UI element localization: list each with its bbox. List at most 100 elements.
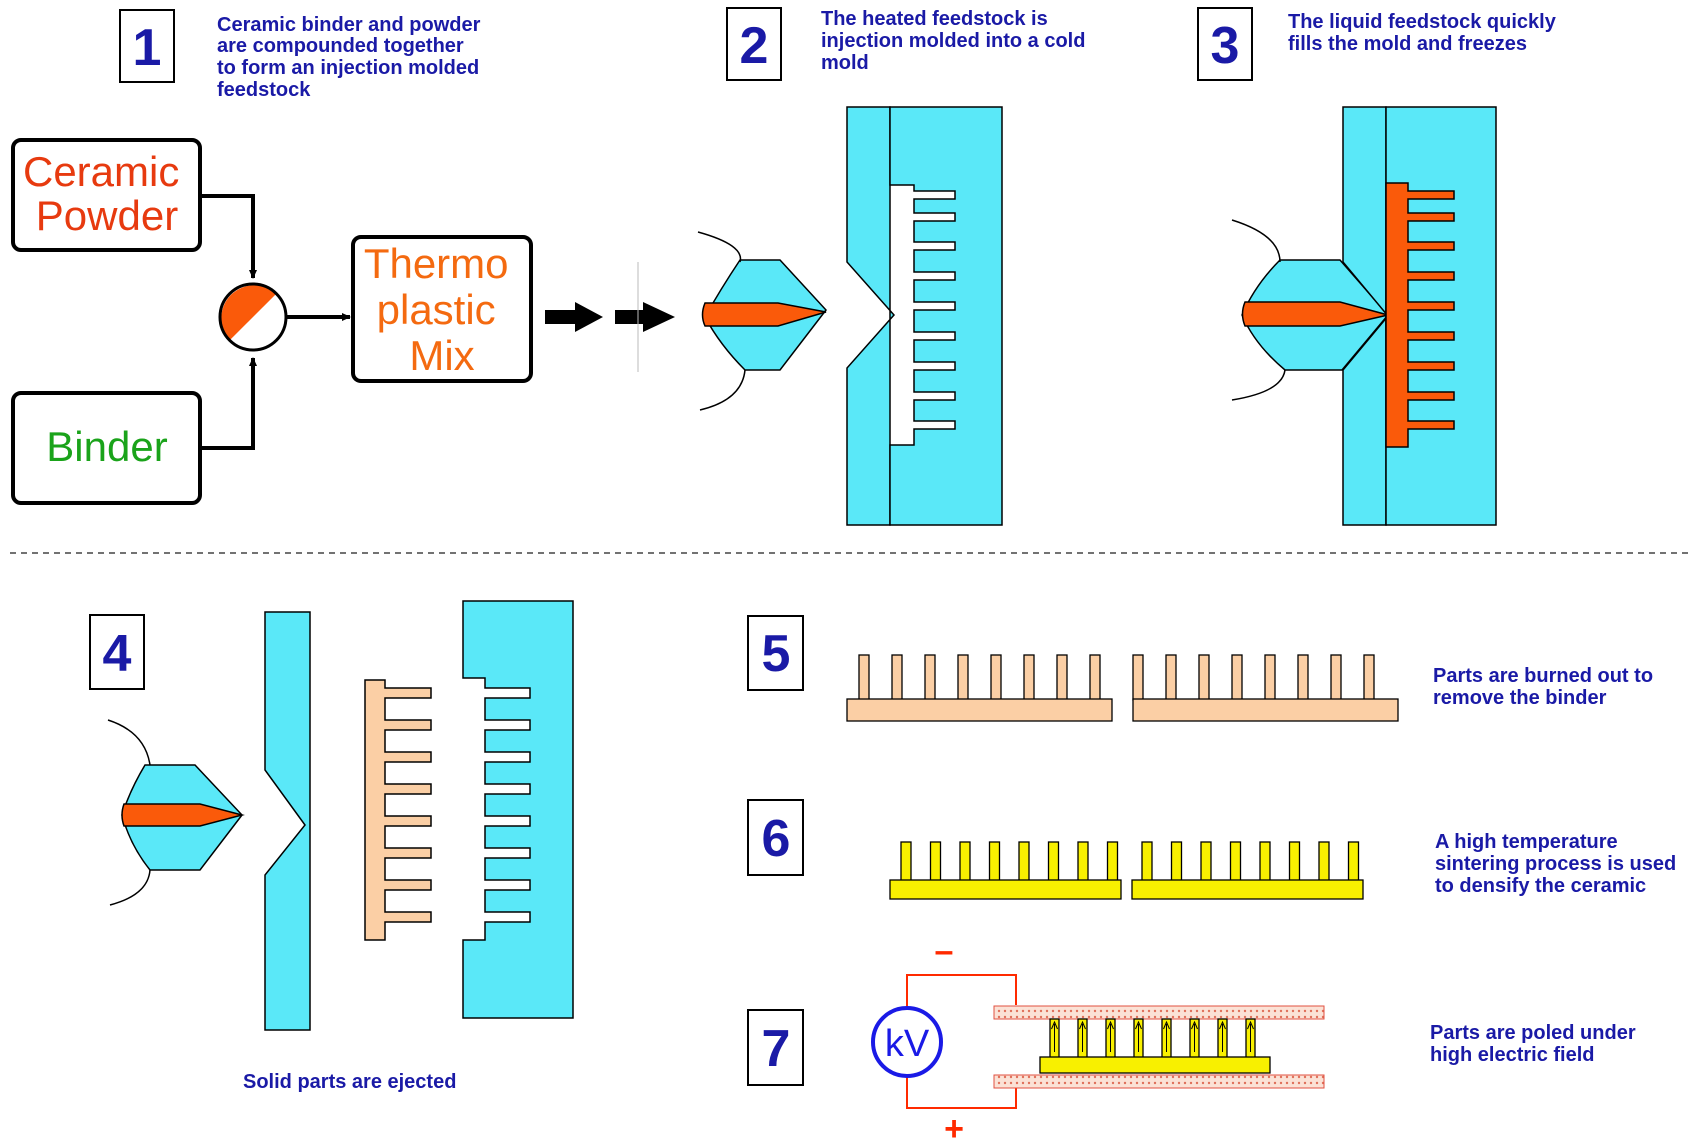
step-6-number-box [747, 799, 804, 876]
step-1-caption: Ceramic binder and powder are compounded… [217, 14, 486, 101]
injection-nozzle [1231, 219, 1389, 401]
step-7-number-box [747, 1009, 804, 1086]
step-6: 6 A high temperature sintering process i… [747, 799, 1682, 900]
step-1-number-box [119, 9, 175, 83]
injection-nozzle [697, 231, 827, 411]
step-5-number: 5 [762, 625, 791, 683]
thermoplastic-mix-box [351, 235, 533, 383]
flow-arrow-icon [615, 302, 675, 332]
field-arrow-icon [1191, 1020, 1198, 1052]
negative-terminal-sign: – [935, 932, 954, 970]
step-5-number-box [747, 615, 804, 691]
part-tooth [1264, 654, 1276, 701]
part-tooth [1318, 841, 1330, 882]
part-tooth [990, 654, 1002, 701]
part-tooth [1056, 654, 1068, 701]
ceramic-powder-label: Ceramic Powder [23, 148, 191, 239]
sintered-part [889, 841, 1122, 900]
step-7-number: 7 [762, 1020, 791, 1078]
part-tooth [1330, 654, 1342, 701]
step-3-number-box [1197, 7, 1253, 81]
part-tooth [1200, 841, 1212, 882]
field-arrow-icon [1163, 1020, 1170, 1052]
part-tooth [1229, 841, 1242, 882]
part-tooth [1018, 841, 1030, 882]
field-arrow-icon [1079, 1020, 1086, 1052]
poling-wire-positive [906, 1070, 1017, 1109]
part-tooth [1363, 654, 1375, 701]
step-3: 3 The liquid feedstock quickly fills the… [1197, 7, 1561, 526]
poled-part [1039, 1018, 1271, 1074]
step-2-number: 2 [740, 17, 769, 75]
step-3-number: 3 [1211, 17, 1240, 75]
step-3-caption: The liquid feedstock quickly fills the m… [1288, 11, 1561, 55]
mixer-valve-icon [218, 282, 288, 352]
step-7-caption: Parts are poled under high electric fiel… [1430, 1022, 1641, 1066]
powder-to-mixer-line [200, 194, 257, 279]
positive-terminal-sign: + [944, 1110, 964, 1140]
burned-out-part [1132, 654, 1399, 722]
field-arrow-icon [1247, 1020, 1254, 1052]
part-tooth [1077, 841, 1089, 882]
step-2-number-box [726, 7, 782, 81]
injection-nozzle [107, 719, 245, 906]
part-tooth [957, 654, 969, 701]
field-arrow-icon [1219, 1020, 1226, 1052]
part-tooth [924, 654, 936, 701]
part-tooth [1106, 841, 1119, 882]
part-tooth [1165, 654, 1177, 701]
part-tooth [959, 841, 971, 882]
part-tooth [1141, 841, 1153, 882]
part-tooth [1259, 841, 1271, 882]
part-tooth [1170, 841, 1183, 882]
mold-half-left [264, 611, 311, 1031]
step-4-number: 4 [103, 625, 132, 683]
step-4-caption: Solid parts are ejected [243, 1071, 456, 1093]
step-1-number: 1 [133, 19, 162, 77]
step-5: 5 Parts are burned out to remove the bin… [747, 615, 1659, 722]
part-tooth [891, 654, 903, 701]
burned-out-part [846, 654, 1113, 722]
field-arrow-icon [1051, 1020, 1058, 1052]
step-4-number-box [89, 614, 145, 690]
step-7: 7 kV – + Parts are poled under high elec… [747, 932, 1641, 1140]
kilovolt-meter-label: kV [885, 1023, 930, 1065]
mold-half-left [846, 106, 896, 526]
step-6-caption: A high temperature sintering process is … [1435, 831, 1682, 897]
ejected-part [364, 679, 432, 941]
part-tooth [929, 841, 942, 882]
part-tooth [1132, 654, 1144, 701]
field-arrow-icon [1135, 1020, 1142, 1052]
sintered-part [1131, 841, 1364, 900]
part-tooth [1089, 654, 1101, 701]
part-tooth [988, 841, 1001, 882]
top-electrode [993, 1005, 1325, 1020]
step-5-caption: Parts are burned out to remove the binde… [1433, 665, 1659, 709]
step-2: 2 The heated feedstock is injection mold… [697, 7, 1091, 526]
part-tooth [858, 654, 870, 701]
binder-label: Binder [46, 423, 167, 470]
binder-to-mixer-line [200, 357, 257, 450]
field-arrow-icon [1107, 1020, 1114, 1052]
part-tooth [900, 841, 912, 882]
step-2-caption: The heated feedstock is injection molded… [821, 8, 1091, 74]
filled-part [1385, 182, 1455, 448]
kilovolt-meter-icon [871, 1006, 943, 1078]
step-6-number: 6 [762, 810, 791, 868]
part-tooth [1198, 654, 1210, 701]
part-tooth [1023, 654, 1035, 701]
part-tooth [1047, 841, 1060, 882]
mold-half-right [889, 106, 1003, 526]
poling-wire-negative [906, 974, 1017, 1015]
step-4: 4 Solid parts are ejected [89, 600, 574, 1093]
step-1: 1 Ceramic binder and powder are compound… [11, 9, 675, 505]
flow-arrow-icon [545, 302, 603, 332]
thermoplastic-mix-label: Thermo plastic Mix [364, 240, 520, 379]
part-tooth [1231, 654, 1243, 701]
part-tooth [1288, 841, 1301, 882]
bottom-electrode [993, 1074, 1325, 1089]
mold-half-right [462, 600, 574, 1019]
part-tooth [1347, 841, 1360, 882]
part-tooth [1297, 654, 1309, 701]
